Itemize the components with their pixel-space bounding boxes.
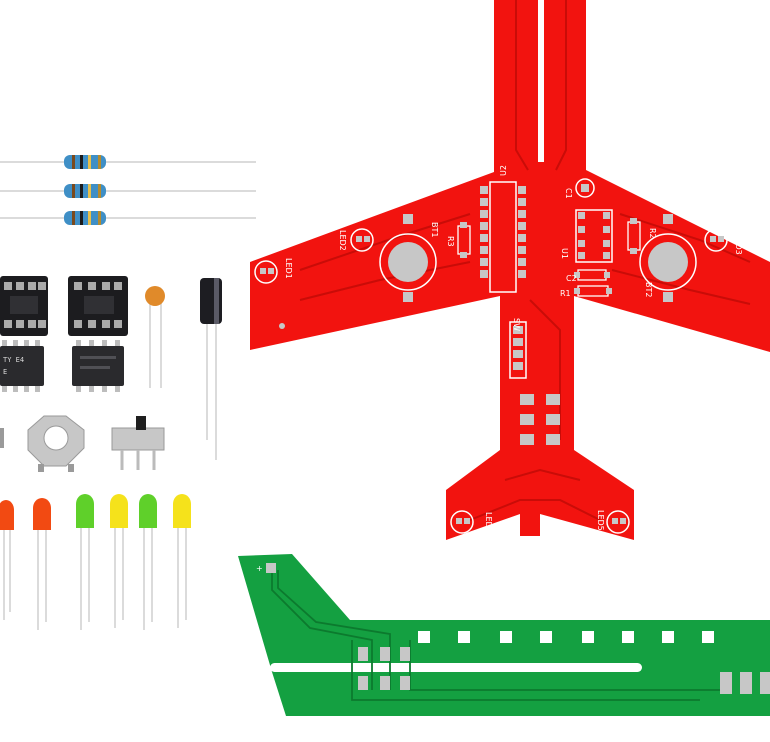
ic-chip: [72, 340, 124, 392]
silk-label-r2: R2: [648, 228, 657, 239]
led5-footprint: LED5: [596, 510, 630, 534]
ship-slot: [270, 663, 642, 672]
silk-label-led5: LED5: [596, 510, 605, 531]
led2-footprint: LED2: [338, 228, 374, 252]
electrolytic-capacitor: [200, 278, 222, 460]
silk-label-u2: U2: [499, 165, 508, 176]
ship-plus-marker: +: [256, 564, 263, 573]
smd-pad-grid: [520, 394, 560, 445]
resistor: [0, 211, 256, 225]
led-red: [0, 500, 14, 620]
silk-label-r3: R3: [446, 236, 455, 247]
ceramic-capacitor: [145, 286, 165, 388]
silk-label-led1: LED1: [284, 258, 293, 279]
u2-footprint: U2: [480, 165, 526, 293]
r3-footprint: R3: [446, 222, 471, 258]
component-kit: TY E4 E: [0, 155, 256, 630]
slide-switch: [111, 416, 165, 470]
silk-label-bt2: BT2: [644, 282, 653, 297]
ic-socket: [0, 276, 48, 336]
chip-marking: E: [3, 368, 7, 376]
led6-footprint: LED6: [450, 510, 493, 534]
led-row: [0, 494, 191, 630]
r2-footprint: R2: [627, 218, 657, 254]
silk-label-u1: U1: [560, 248, 569, 259]
led3-footprint: LED3: [704, 228, 743, 255]
ship-window-row: [418, 631, 714, 643]
sw-footprint: SW: [509, 318, 527, 379]
resistor: [0, 184, 256, 198]
u1-footprint: U1: [560, 209, 613, 263]
led-yellow: [110, 494, 128, 628]
silk-label-led6: LED6: [484, 512, 493, 533]
led-yellow: [173, 494, 191, 628]
led-green: [139, 494, 157, 630]
resistor: [0, 155, 256, 169]
led-green: [76, 494, 94, 630]
r1-footprint: R1: [560, 285, 612, 298]
chip-marking: TY E4: [3, 356, 24, 364]
c1-footprint: C1: [564, 178, 595, 199]
bt2-footprint: BT2: [639, 214, 697, 302]
silk-label-led2: LED2: [338, 230, 347, 251]
led1-footprint: LED1: [254, 258, 293, 284]
ship-pcb: +: [238, 554, 770, 716]
airplane-traces: [299, 0, 751, 521]
silk-label-r1: R1: [560, 289, 571, 298]
silk-label-c1: C1: [564, 188, 573, 199]
bt1-footprint: BT1: [379, 214, 439, 302]
battery-holder: [0, 415, 85, 472]
ic-chip: TY E4 E: [0, 340, 44, 392]
ic-socket: [68, 276, 128, 336]
silk-label-sw: SW: [512, 318, 521, 331]
silk-label-led3: LED3: [734, 234, 743, 255]
silk-label-c2: C2: [566, 274, 577, 283]
c2-footprint: C2: [566, 269, 610, 283]
led-red: [33, 498, 51, 630]
airplane-pcb: U2 U1 C1 R3: [250, 0, 770, 540]
silk-label-bt1: BT1: [430, 222, 439, 237]
ship-smd-pads: [358, 647, 770, 694]
airplane-board-outline: [250, 0, 770, 540]
resistor-row: [0, 155, 256, 225]
